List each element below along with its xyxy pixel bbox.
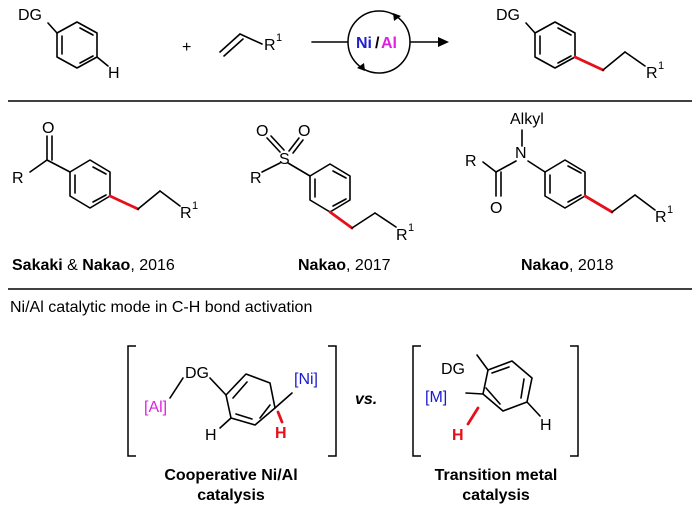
ex3-year: , 2018 xyxy=(569,257,614,274)
cooperative-mode-structure: DG [Al] [Ni] H H xyxy=(127,345,337,457)
alkene: R 1 xyxy=(219,32,282,57)
ni-label: Ni xyxy=(356,35,372,52)
right-bracket xyxy=(328,345,337,457)
ex2-r1-label: R xyxy=(396,227,408,244)
cycle-arrowhead-icon xyxy=(357,63,365,71)
mode-left-h-red-label: H xyxy=(275,425,287,442)
mode-left-dg-label: DG xyxy=(185,365,209,382)
ex1-citation: Sakaki & Nakao, 2016 xyxy=(12,257,175,274)
mode-right-m-label: [M] xyxy=(425,389,447,406)
ex2-year: , 2017 xyxy=(346,257,391,274)
mode-right-caption-line1: Transition metal xyxy=(435,467,558,484)
h-label: H xyxy=(108,65,120,82)
mode-right-caption-line2: catalysis xyxy=(462,487,530,504)
ex3-o-label: O xyxy=(490,200,502,217)
right-bracket xyxy=(570,345,579,457)
ex2-r1-superscript: 1 xyxy=(408,222,414,234)
ex1-r1-label: R xyxy=(180,205,192,222)
left-bracket xyxy=(412,345,421,457)
ex3-alkyl-label: Alkyl xyxy=(510,111,544,128)
product-r-superscript: 1 xyxy=(658,60,664,72)
ex1-year: , 2016 xyxy=(130,257,175,274)
ex2-citation: Nakao, 2017 xyxy=(298,257,391,274)
alkene-r-label: R xyxy=(264,37,276,54)
ex3-n-label: N xyxy=(515,145,527,162)
mode-left-caption-line2: catalysis xyxy=(197,487,265,504)
example-ketone: R O R 1 xyxy=(12,120,198,222)
slash-label: / xyxy=(375,35,380,52)
left-bracket xyxy=(127,345,136,457)
mode-left-ni-label: [Ni] xyxy=(294,371,318,388)
ex2-o2-label: O xyxy=(298,123,310,140)
mode-right-dg-label: DG xyxy=(441,361,465,378)
mode-left-h-label: H xyxy=(205,427,217,444)
ex3-author: Nakao xyxy=(521,257,569,274)
example-sulfone: R S O O R 1 xyxy=(250,123,414,244)
mode-left-al-label: [Al] xyxy=(144,399,167,416)
ex1-r-label: R xyxy=(12,170,24,187)
vs-label: vs. xyxy=(355,391,377,408)
ex1-o-label: O xyxy=(42,120,54,137)
product-r-label: R xyxy=(646,65,658,82)
ex1-author2: Nakao xyxy=(82,257,130,274)
example-amide: R N Alkyl O R 1 xyxy=(465,111,673,226)
dg-label: DG xyxy=(18,7,42,24)
transition-metal-mode-structure: DG [M] H H xyxy=(412,345,579,457)
ex3-citation: Nakao, 2018 xyxy=(521,257,614,274)
product-arene: DG R 1 xyxy=(496,7,664,82)
ex1-r1-superscript: 1 xyxy=(192,200,198,212)
reactant-arene: DG H xyxy=(18,7,120,82)
mode-right-h-red-label: H xyxy=(452,427,464,444)
ex1-author1: Sakaki xyxy=(12,257,63,274)
mode-left-caption-line1: Cooperative Ni/Al xyxy=(164,467,297,484)
section-title: Ni/Al catalytic mode in C-H bond activat… xyxy=(10,299,312,316)
mode-right-h-label: H xyxy=(540,417,552,434)
catalytic-cycle: Ni / Al xyxy=(347,10,411,74)
alkene-r-superscript: 1 xyxy=(276,32,282,44)
ex2-o1-label: O xyxy=(256,123,268,140)
cycle-arrowhead-icon xyxy=(393,13,401,21)
ex3-r1-superscript: 1 xyxy=(667,204,673,216)
ex2-s-label: S xyxy=(279,151,290,168)
ex3-r-label: R xyxy=(465,153,477,170)
product-dg-label: DG xyxy=(496,7,520,24)
ex2-author: Nakao xyxy=(298,257,346,274)
al-label: Al xyxy=(381,35,397,52)
plus-sign: + xyxy=(182,39,191,56)
ex1-amp: & xyxy=(63,257,83,274)
ex2-r-label: R xyxy=(250,170,262,187)
ex3-r1-label: R xyxy=(655,209,667,226)
